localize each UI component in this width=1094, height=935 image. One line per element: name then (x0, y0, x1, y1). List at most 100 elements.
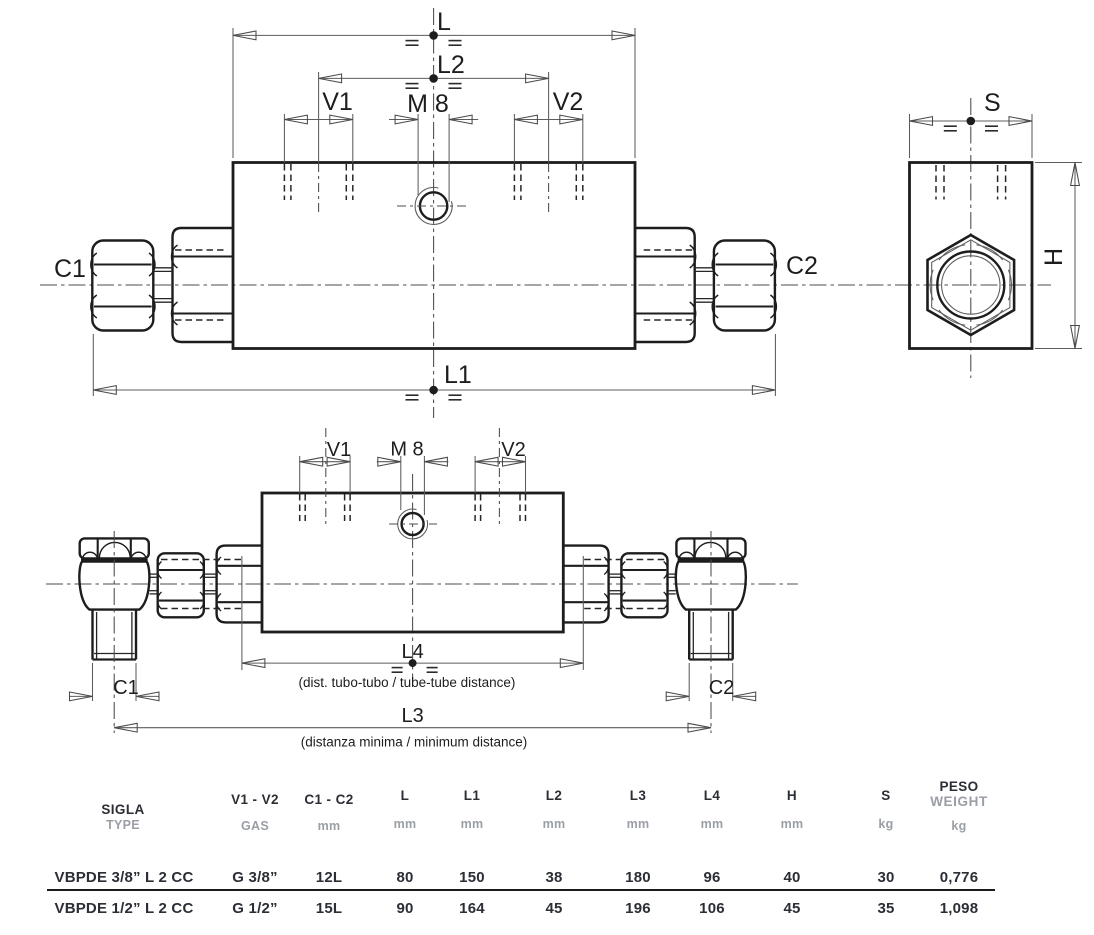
table-cell: 1,098 (939, 900, 979, 917)
front-port-label-c2: C2 (786, 252, 818, 280)
tube-dim-label-l3: L3 (401, 705, 423, 727)
front-view-drawing: L L2 V1 M 8 V2 L1 C1 C2 (40, 8, 1051, 418)
col-header-l2-label: L2 (545, 788, 563, 803)
col-header-l2-unit: mm (542, 816, 566, 831)
col-header-l-label: L (400, 788, 410, 803)
table-cell: 0,776 (939, 869, 979, 886)
side-dim-label-h: H (1040, 248, 1068, 266)
table-cell: 106 (699, 900, 725, 917)
tube-view-drawing: V1 M 8 V2 L4 (dist. tubo-tubo / tube-tub… (46, 428, 798, 750)
side-dim-h (1035, 161, 1082, 350)
tube-dim-label-l4: L4 (401, 641, 423, 663)
col-header-peso-label: PESO (939, 779, 979, 794)
tube-dim-c1 (68, 663, 160, 702)
col-header-c1c2: C1 - C2 mm (304, 793, 353, 832)
tube-dim-label-c2: C2 (709, 677, 735, 699)
tube-note-l4: (dist. tubo-tubo / tube-tube distance) (299, 675, 516, 690)
side-hex-nut (926, 233, 1016, 337)
table-cell: 180 (625, 869, 651, 886)
col-header-s-label: S (881, 788, 891, 803)
tube-note-l3: (distanza minima / minimum distance) (301, 735, 528, 750)
col-header-peso-line2: WEIGHT (930, 793, 988, 809)
col-header-l3-unit: mm (626, 816, 650, 831)
tube-left-elbow (78, 537, 262, 661)
side-view-drawing: S H (908, 89, 1082, 378)
front-body-outline (231, 161, 637, 350)
tube-dim-v1 (299, 456, 351, 493)
col-header-l1-label: L1 (463, 788, 481, 803)
col-header-sigla-unit: TYPE (106, 817, 140, 832)
front-dim-m8 (389, 114, 479, 202)
table-row-divider (47, 889, 995, 891)
tube-dim-l4 (241, 556, 584, 674)
col-header-c1c2-unit: mm (317, 818, 341, 833)
tube-right-elbow (563, 537, 748, 661)
front-dim-label-l1: L1 (444, 361, 472, 389)
tube-dim-label-c1: C1 (113, 677, 139, 699)
front-dim-l1 (92, 334, 776, 401)
col-header-l1-unit: mm (460, 816, 484, 831)
tube-dim-l3 (114, 722, 712, 733)
table-cell: G 3/8” (232, 869, 278, 886)
side-port-lines (935, 165, 1007, 200)
table-cell: 150 (459, 869, 485, 886)
front-dim-l2 (318, 72, 550, 163)
front-dim-label-v2: V2 (553, 88, 584, 116)
table-cell: 30 (877, 869, 895, 886)
front-dim-v1 (283, 114, 354, 163)
table-cell: G 1/2” (232, 900, 278, 917)
col-header-v1v2-unit: GAS (240, 818, 269, 833)
table-cell: 96 (703, 869, 721, 886)
tube-dim-m8 (376, 456, 449, 515)
col-header-peso-unit: kg (951, 819, 967, 833)
col-header-s-unit: kg (878, 816, 894, 831)
col-header-l-unit: mm (393, 816, 417, 831)
front-dim-label-l2: L2 (437, 51, 465, 79)
col-header-h-label: H (786, 788, 798, 803)
tube-dim-label-v2: V2 (501, 439, 525, 461)
tube-m8-hole (389, 508, 437, 540)
side-dim-label-s: S (984, 89, 1001, 117)
table-cell: 90 (396, 900, 414, 917)
tube-dim-label-m8: M 8 (390, 439, 423, 461)
front-right-fitting (634, 226, 778, 344)
table-cell: VBPDE 3/8” L 2 CC (54, 869, 194, 886)
table-cell: 164 (459, 900, 485, 917)
table-cell: 45 (783, 900, 801, 917)
table-cell: 80 (396, 869, 414, 886)
table-cell: 196 (625, 900, 651, 917)
table-cell: 45 (545, 900, 563, 917)
table-cell: 35 (877, 900, 895, 917)
tube-dim-label-v1: V1 (327, 439, 351, 461)
front-view-centerlines (40, 8, 1051, 418)
table-cell: VBPDE 1/2” L 2 CC (54, 900, 194, 917)
col-header-l2: L2 mm (543, 789, 566, 830)
table-cell: 12L (315, 869, 343, 886)
front-dim-label-l: L (437, 8, 451, 36)
table-cell: 40 (783, 869, 801, 886)
col-header-l4: L4 mm (701, 789, 724, 830)
col-header-sigla-label: SIGLA (101, 802, 145, 817)
tube-dim-c2 (665, 663, 757, 702)
front-dim-label-v1: V1 (322, 88, 353, 116)
side-dim-s (908, 114, 1033, 158)
front-port-lines (283, 163, 584, 213)
col-header-l3-label: L3 (629, 788, 647, 803)
col-header-l3: L3 mm (627, 789, 650, 830)
col-header-l4-label: L4 (703, 788, 721, 803)
front-port-label-c1: C1 (54, 255, 86, 283)
table-cell: 15L (315, 900, 343, 917)
col-header-v1v2-label: V1 - V2 (231, 792, 279, 807)
front-left-fitting (90, 226, 233, 344)
col-header-c1c2-label: C1 - C2 (304, 792, 354, 807)
front-dim-l (232, 28, 636, 158)
col-header-l4-unit: mm (700, 816, 724, 831)
front-m8-hole (397, 186, 467, 225)
front-dim-v2 (513, 114, 584, 163)
